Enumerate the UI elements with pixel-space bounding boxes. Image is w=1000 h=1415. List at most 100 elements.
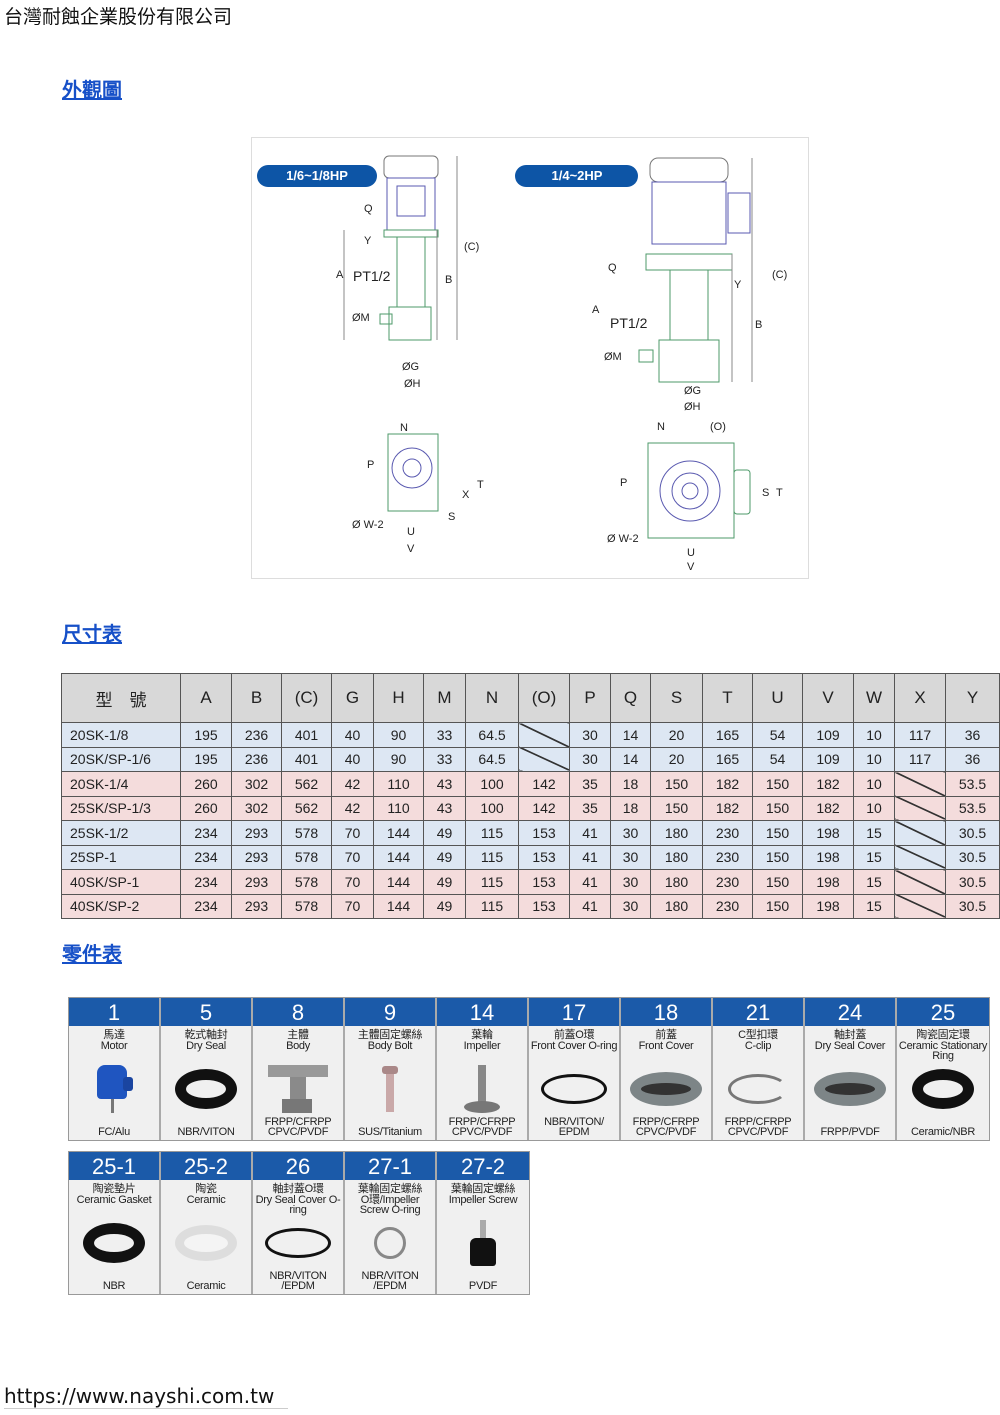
section-link-dimensions[interactable]: 尺寸表 [62,622,122,646]
value-cell: 144 [373,820,424,846]
value-cell: 41 [569,820,611,846]
part-grayring-icon [621,1064,711,1114]
part-material: FRPP/CFRPP CPVC/PVDF [448,1116,516,1138]
part-name-zh: 乾式軸封 [184,1029,228,1041]
part-name-zh: 葉輪固定螺絲 [450,1183,516,1195]
part-name-zh: 主體固定螺絲 [357,1029,423,1041]
value-cell: 302 [231,771,282,797]
column-header: (C) [281,673,332,723]
part-name-en: Ceramic Stationary Ring [898,1040,988,1062]
column-header: B [231,673,282,723]
value-cell: 64.5 [465,722,519,748]
part-screw-icon [437,1218,529,1268]
value-cell: 30 [610,844,651,870]
section-link-appearance[interactable]: 外觀圖 [62,78,122,102]
dim-label: (O) [710,421,726,433]
value-cell: 30 [569,722,611,748]
value-cell: 40 [331,746,374,772]
value-cell: 115 [465,820,519,846]
dim-label: B [755,319,762,331]
value-cell: 198 [802,869,854,895]
column-header: V [802,673,854,723]
value-cell: 198 [802,820,854,846]
footer-url[interactable]: https://www.nayshi.com.tw [4,1384,288,1409]
value-cell: 153 [518,844,570,870]
dim-label: Q [364,203,373,215]
value-cell: 30.5 [945,820,1000,846]
part-motor-icon [69,1064,159,1114]
part-name-en: Front Cover [638,1040,694,1052]
part-number: 1 [69,998,159,1026]
value-cell: 562 [281,771,332,797]
right-pump-side-view: 1/4~2HP A B (C) Q Y ØM PT1/2 ØG ØH [515,157,787,413]
value-cell: 30.5 [945,844,1000,870]
part-name-zh: 陶瓷 [195,1183,217,1195]
value-cell: 42 [331,795,374,821]
value-cell: 182 [702,795,753,821]
value-cell: 41 [569,844,611,870]
value-cell: 43 [423,795,466,821]
value-cell: 10 [853,771,895,797]
value-cell: 180 [650,820,703,846]
value-cell: 36 [945,722,1000,748]
dim-label: X [462,489,470,501]
value-cell: 401 [281,746,332,772]
pt-label: PT1/2 [610,315,648,331]
column-header: A [180,673,232,723]
value-cell: 234 [180,844,232,870]
value-cell: 230 [702,869,753,895]
part-name-zh: 陶瓷固定環 [916,1029,970,1041]
dim-label: (C) [772,269,787,281]
part-number: 9 [345,998,435,1026]
dim-label: ØM [604,351,622,363]
part-grayring-icon [805,1064,895,1114]
value-cell: 30.5 [945,893,1000,919]
dim-label: S [762,487,769,499]
badge-small-hp: 1/6~1/8HP [286,168,348,183]
part-name-zh: C型扣環 [738,1029,778,1041]
pt-label: PT1/2 [353,268,391,284]
dim-label: V [407,543,415,555]
value-cell: 153 [518,893,570,919]
part-material: NBR [102,1280,126,1292]
dim-label: U [687,547,695,559]
value-cell: 142 [518,771,570,797]
value-cell: 70 [331,869,374,895]
value-cell: 180 [650,893,703,919]
part-material: FRPP/PVDF [820,1126,880,1138]
section-link-parts[interactable]: 零件表 [62,942,122,966]
part-number: 27-2 [437,1152,529,1180]
value-cell: 54 [752,746,803,772]
value-cell: 234 [180,893,232,919]
part-material: NBR/VITON /EPDM [269,1270,327,1292]
value-cell: 230 [702,820,753,846]
value-cell: 234 [180,869,232,895]
part-number: 25 [897,998,989,1026]
part-number: 21 [713,998,803,1026]
dim-label: ØG [402,361,419,373]
value-cell: 109 [802,746,854,772]
value-cell: 115 [465,844,519,870]
value-cell [518,722,570,748]
part-name-zh: 前蓋O環 [553,1029,595,1041]
value-cell: 115 [465,869,519,895]
value-cell: 230 [702,844,753,870]
value-cell: 41 [569,869,611,895]
value-cell: 180 [650,869,703,895]
dim-label: A [336,269,344,281]
value-cell: 260 [180,771,232,797]
value-cell: 260 [180,795,232,821]
part-whitering-icon [161,1218,251,1268]
value-cell: 401 [281,722,332,748]
value-cell: 35 [569,771,611,797]
value-cell: 14 [610,722,651,748]
part-oring-icon [253,1218,343,1268]
value-cell: 33 [423,746,466,772]
